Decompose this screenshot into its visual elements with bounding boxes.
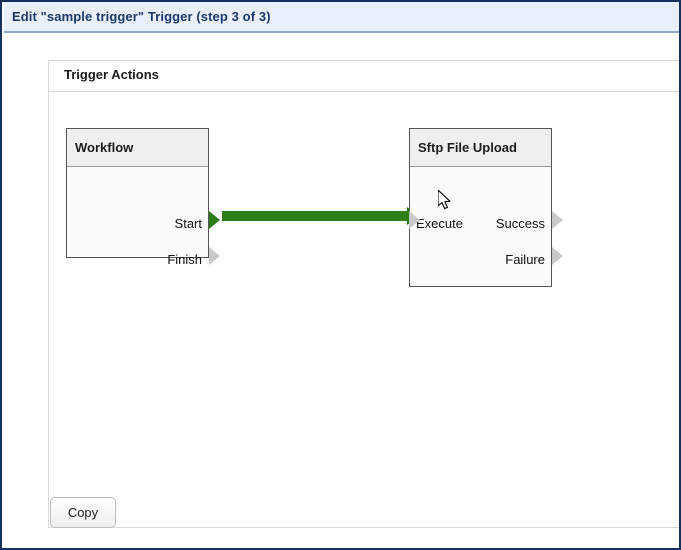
node-workflow[interactable]: Workflow Start Finish: [66, 128, 220, 267]
node-sftp-file-upload-title: Sftp File Upload: [418, 140, 517, 155]
node-workflow-body: Start Finish: [67, 167, 208, 267]
node-workflow-title: Workflow: [75, 140, 134, 155]
connector-failure-icon[interactable]: [552, 247, 563, 265]
port-row-start[interactable]: Start: [67, 212, 208, 234]
connector-success-icon[interactable]: [552, 211, 563, 229]
port-label-success: Success: [495, 215, 545, 231]
node-sftp-file-upload[interactable]: Sftp File Upload Execute Success Failure: [409, 128, 563, 287]
port-label-start: Start: [174, 215, 202, 231]
port-label-execute: Execute: [416, 215, 463, 231]
content-pane: Trigger Actions Workflow Start Finish: [4, 35, 679, 548]
port-row-execute[interactable]: Execute Success: [410, 212, 551, 234]
port-label-failure: Failure: [505, 251, 545, 267]
copy-button[interactable]: Copy: [50, 497, 116, 528]
connector-start-icon[interactable]: [209, 211, 220, 229]
port-row-failure[interactable]: Failure: [410, 248, 551, 270]
workflow-canvas[interactable]: Workflow Start Finish Sftp File Uploa: [4, 35, 679, 548]
port-row-finish[interactable]: Finish: [67, 248, 208, 270]
port-label-finish: Finish: [167, 251, 202, 267]
legend-divider: [49, 91, 679, 92]
link-start-to-execute[interactable]: [222, 211, 412, 221]
node-sftp-file-upload-header: Sftp File Upload: [410, 129, 551, 167]
window-titlebar: Edit "sample trigger" Trigger (step 3 of…: [4, 2, 679, 33]
page-title: Edit "sample trigger" Trigger (step 3 of…: [12, 9, 271, 24]
node-sftp-file-upload-body: Execute Success Failure: [410, 167, 551, 286]
connector-execute-icon[interactable]: [409, 211, 420, 229]
trigger-actions-legend: Trigger Actions: [62, 67, 165, 83]
node-workflow-header: Workflow: [67, 129, 208, 167]
connector-finish-icon[interactable]: [209, 247, 220, 265]
